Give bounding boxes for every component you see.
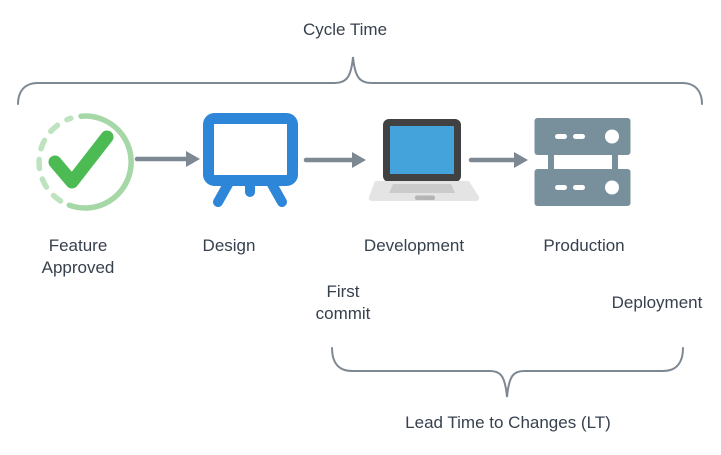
flow-arrow-3-icon bbox=[468, 152, 528, 168]
stage-label-feature-approved: Feature Approved bbox=[41, 236, 115, 277]
stage-label-production: Production bbox=[543, 236, 625, 255]
first-commit-label: First commit bbox=[315, 282, 371, 323]
easel-icon bbox=[203, 113, 298, 207]
lead-time-label: Lead Time to Changes (LT) bbox=[405, 413, 611, 432]
stage-label-design: Design bbox=[202, 236, 256, 255]
deployment-label: Deployment bbox=[611, 293, 703, 312]
check-circle-icon bbox=[36, 113, 134, 211]
server-icon bbox=[534, 118, 631, 206]
flow-arrow-2-icon bbox=[303, 152, 366, 168]
lead-time-brace bbox=[331, 347, 684, 398]
cycle-time-brace bbox=[17, 56, 703, 105]
cycle-time-text: Cycle Time bbox=[302, 20, 388, 39]
cycle-time-label: Cycle Time bbox=[303, 19, 387, 41]
stage-label-development: Development bbox=[363, 236, 465, 255]
flow-arrow-1-icon bbox=[134, 151, 200, 167]
laptop-icon bbox=[368, 119, 480, 201]
